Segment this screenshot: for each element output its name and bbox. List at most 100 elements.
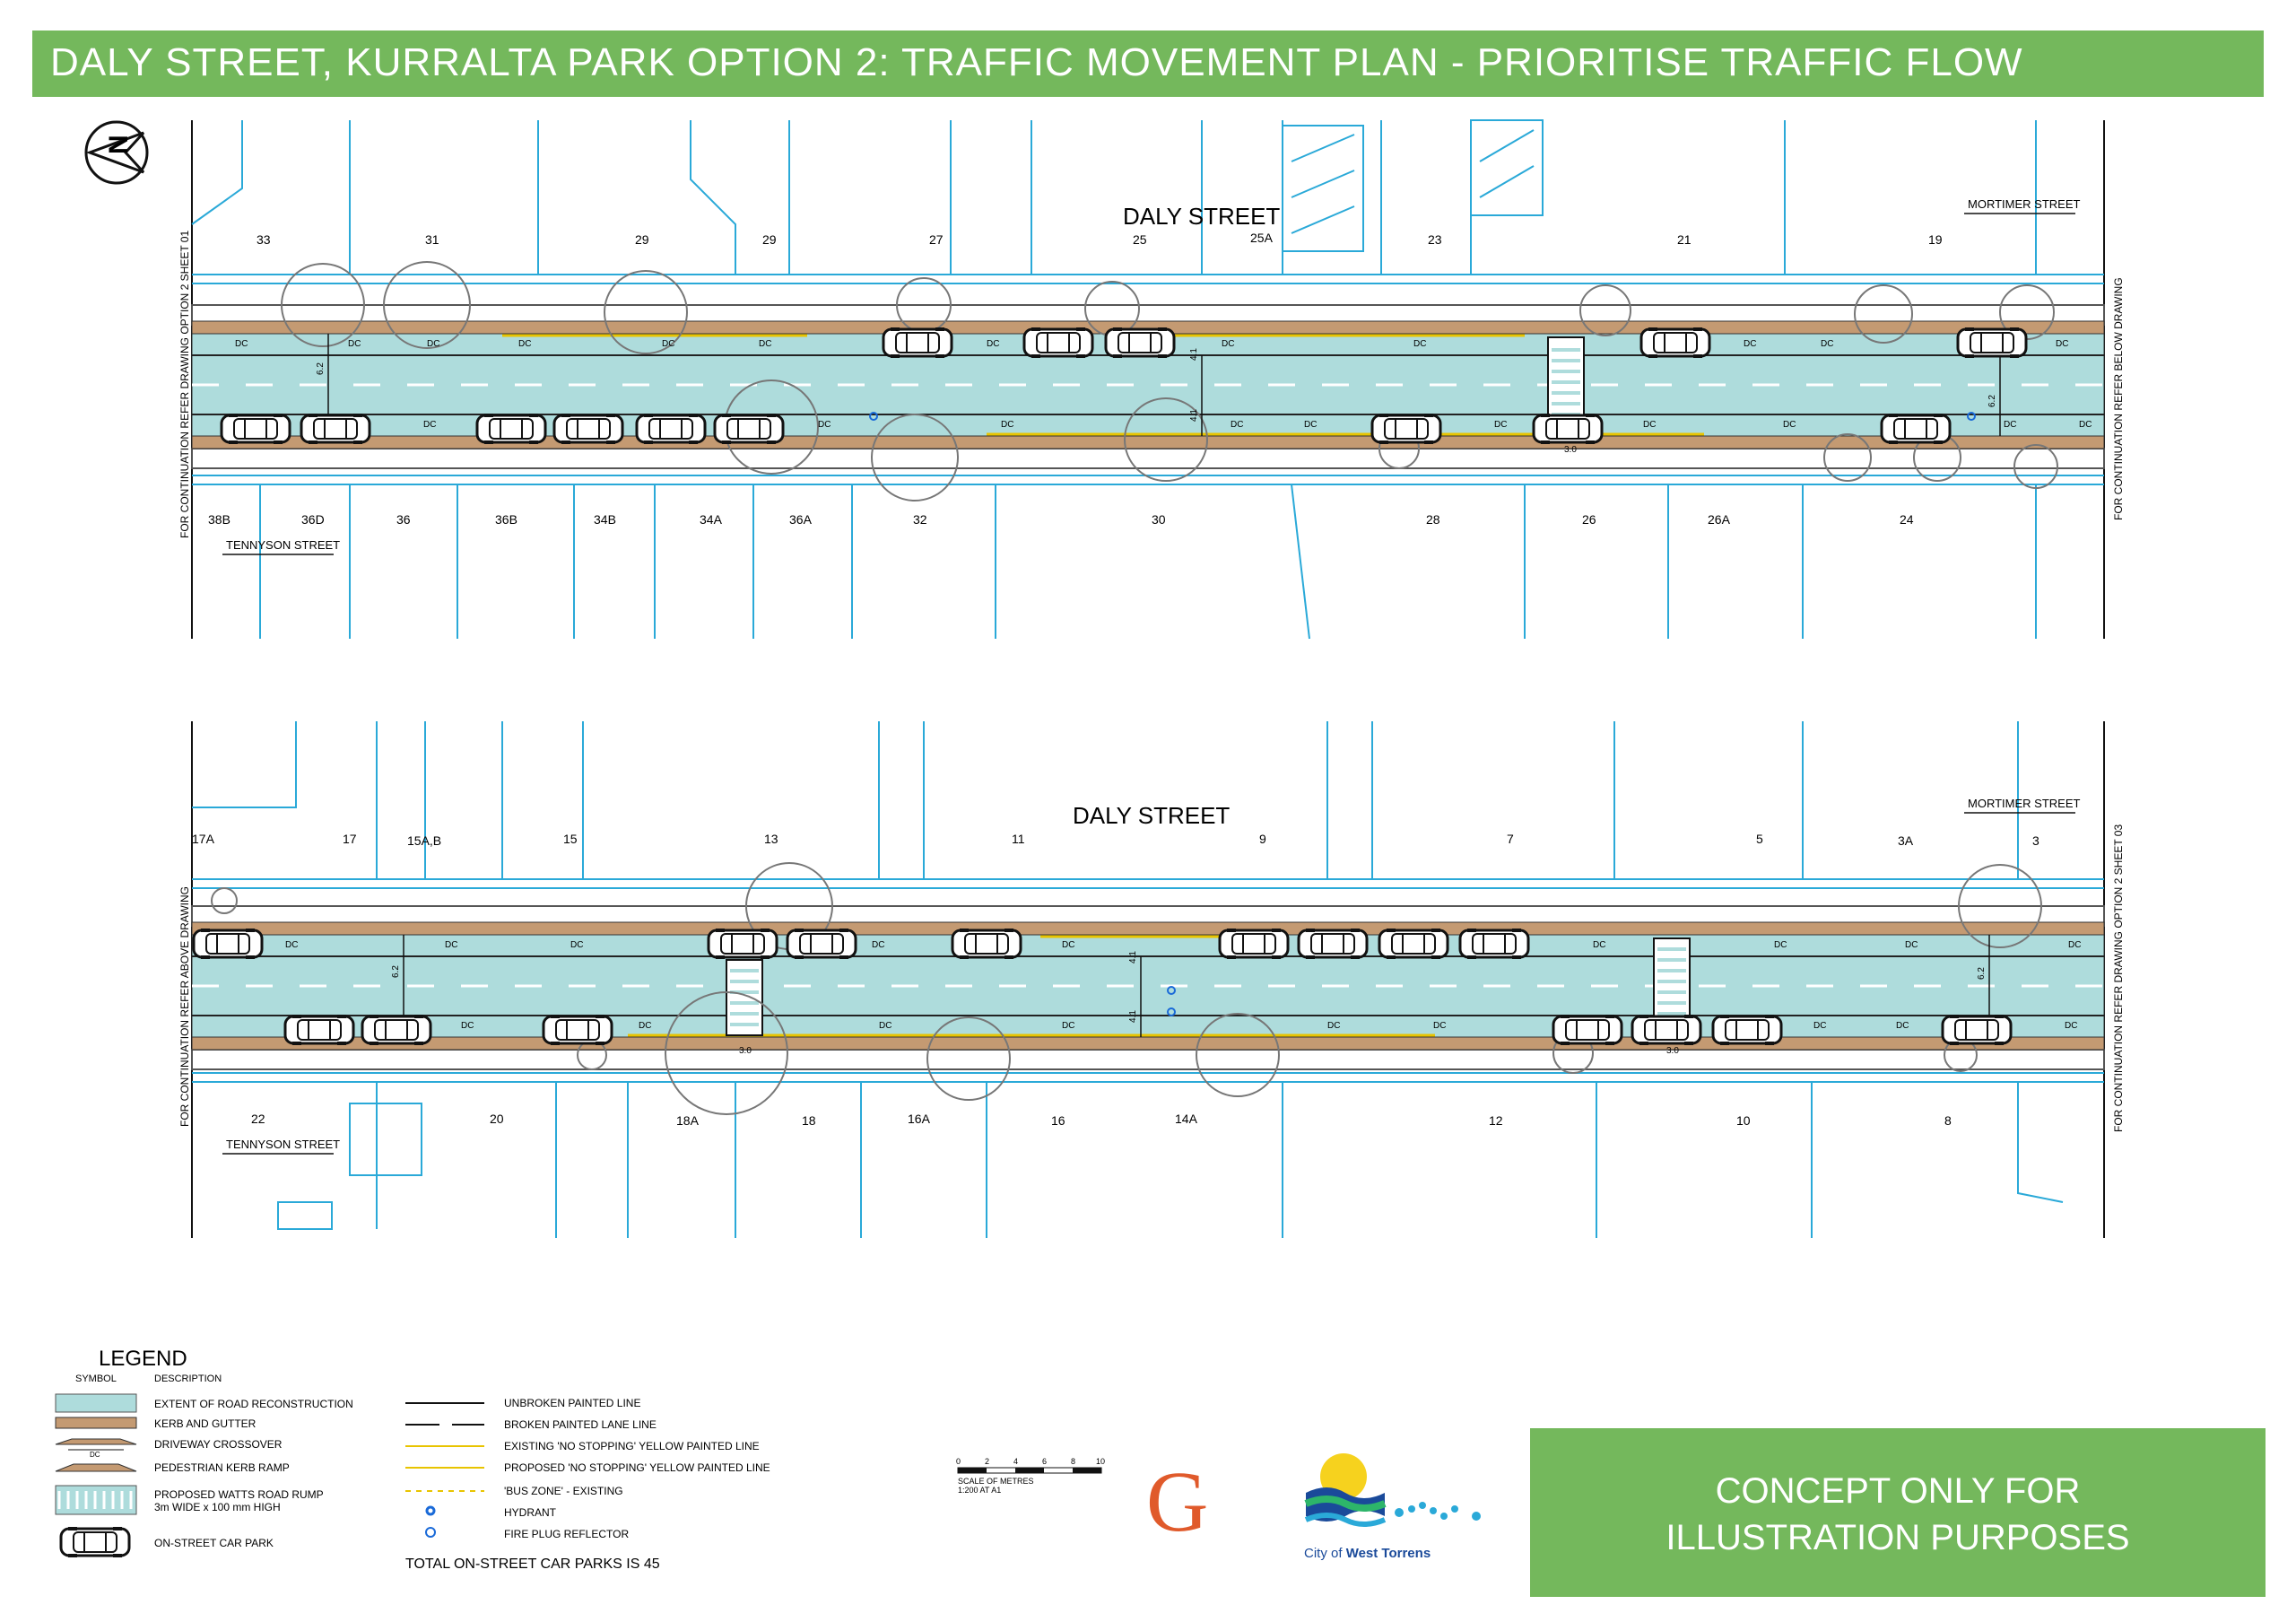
car-park	[283, 1013, 355, 1047]
lot-number: 31	[425, 232, 439, 247]
lot-number: 30	[1152, 512, 1166, 527]
dc-label: DC	[2068, 940, 2081, 950]
car-park	[1297, 927, 1369, 961]
north-arrow: N	[84, 120, 149, 185]
fire-plug-reflector-icon	[425, 1527, 436, 1538]
car-park	[1218, 927, 1290, 961]
legend-kerb-ramp-swatch	[55, 1463, 137, 1472]
dc-label: DC	[423, 420, 436, 430]
car-park	[635, 412, 707, 446]
trees-top	[281, 261, 2058, 501]
dc-label: DC	[872, 940, 884, 950]
dc-label: DC	[1643, 420, 1656, 430]
legend-item: BROKEN PAINTED LANE LINE	[504, 1418, 657, 1431]
lot-number: 34A	[700, 512, 723, 527]
legend-item: EXISTING 'NO STOPPING' YELLOW PAINTED LI…	[504, 1440, 760, 1452]
scale-caption: SCALE OF METRES	[958, 1477, 1034, 1486]
car-park	[1941, 1013, 2013, 1047]
lot-number: 11	[1012, 832, 1025, 846]
sheet-top: N	[84, 119, 2125, 640]
lot-number: 16	[1051, 1113, 1065, 1128]
road-hump-bottom	[726, 937, 1691, 1036]
legend-title: LEGEND	[99, 1347, 187, 1371]
legend-item: PROPOSED 'NO STOPPING' YELLOW PAINTED LI…	[504, 1461, 770, 1474]
lot-number: 36B	[495, 512, 517, 527]
legend-item: DRIVEWAY CROSSOVER	[154, 1438, 283, 1451]
scale-tick: 8	[1071, 1457, 1075, 1466]
car-park	[300, 412, 371, 446]
lot-number: 21	[1677, 232, 1692, 247]
car-park	[1639, 326, 1711, 360]
hydrant-icon	[425, 1505, 436, 1516]
property-boundaries-south-top	[192, 475, 2104, 640]
dc-label: DC	[427, 339, 439, 349]
legend-item: KERB AND GUTTER	[154, 1417, 257, 1430]
car-park	[707, 927, 778, 961]
lot-number: 23	[1428, 232, 1442, 247]
lot-number: 25	[1133, 232, 1147, 247]
lot-number: 7	[1507, 832, 1514, 846]
scale-tick: 0	[956, 1457, 961, 1466]
car-park	[1631, 1013, 1702, 1047]
lot-number: 36D	[301, 512, 325, 527]
lot-number: 9	[1259, 832, 1266, 846]
scale-bar: 0 2 4 6 8 10 SCALE OF METRES 1:200 AT A1	[956, 1457, 1105, 1495]
car-park	[1880, 412, 1952, 446]
cross-street-label: MORTIMER STREET	[1968, 797, 2080, 810]
lot-number: 5	[1756, 832, 1763, 846]
south-lot-numbers-bottom: 22 20 18A 18 16A 16 14A 12 10 8	[251, 1112, 1952, 1128]
dc-label: DC	[987, 339, 999, 349]
cross-street-label: MORTIMER STREET	[1968, 197, 2080, 211]
council-name: West Torrens	[1346, 1546, 1431, 1561]
car-park	[882, 326, 953, 360]
dc-label: DC	[1001, 420, 1013, 430]
dc-label: DC	[1821, 339, 1833, 349]
dc-label: DC	[518, 339, 531, 349]
lot-number: 20	[490, 1112, 504, 1126]
car-park	[1104, 326, 1176, 360]
dc-label: DC	[2065, 1021, 2077, 1031]
legend-item: FIRE PLUG REFLECTOR	[504, 1528, 629, 1540]
lot-number: 32	[913, 512, 927, 527]
dc-label: DC	[1744, 339, 1756, 349]
concept-note: CONCEPT ONLY FOR ILLUSTRATION PURPOSES	[1530, 1428, 2266, 1597]
dc-label: DC	[348, 339, 361, 349]
scale-tick: 6	[1042, 1457, 1047, 1466]
dc-label: DC	[285, 940, 298, 950]
lot-number: 17	[343, 832, 357, 846]
lot-number: 18	[802, 1113, 816, 1128]
dc-label: DC	[1494, 420, 1507, 430]
continuation-note: FOR CONTINUATION REFER ABOVE DRAWING	[178, 886, 191, 1127]
driveway-labels-top: DC DC DC DC DC DC DC DC DC DC DC DC DC D…	[235, 339, 2092, 430]
lot-number: 36	[396, 512, 411, 527]
street-name-bottom: DALY STREET	[1073, 802, 1230, 829]
dc-label: DC	[2079, 420, 2092, 430]
dc-label: DC	[759, 339, 771, 349]
lot-number: 13	[764, 832, 778, 846]
dim-label: 6.2	[1977, 967, 1987, 980]
scale-caption: 1:200 AT A1	[958, 1486, 1001, 1495]
property-boundaries-north-bottom	[192, 721, 2104, 889]
dim-label: 4.1	[1128, 1010, 1138, 1023]
car-park	[192, 927, 264, 961]
continuation-note: FOR CONTINUATION REFER DRAWING OPTION 2 …	[2112, 824, 2125, 1132]
dc-label: DC	[1813, 1021, 1826, 1031]
dc-label: DC	[1231, 420, 1243, 430]
dim-label: 4.1	[1128, 951, 1138, 964]
dc-label: DC	[570, 940, 583, 950]
svg-text:City of West Torrens: City of West Torrens	[1304, 1546, 1431, 1561]
council-name-prefix: City of	[1304, 1546, 1346, 1561]
car-park	[475, 412, 547, 446]
legend-right-items: UNBROKEN PAINTED LINE BROKEN PAINTED LAN…	[504, 1397, 770, 1540]
hydrant-icon	[869, 412, 878, 421]
dc-label: DC	[1413, 339, 1426, 349]
legend-item: UNBROKEN PAINTED LINE	[504, 1397, 640, 1409]
legend-kerb-swatch	[55, 1417, 137, 1429]
legend-item: HYDRANT	[504, 1506, 557, 1519]
continuation-note: FOR CONTINUATION REFER BELOW DRAWING	[2112, 277, 2125, 520]
lot-number: 33	[257, 232, 271, 247]
north-lot-numbers-top: 33 31 29 29 27 25 25A 23 21 19	[257, 231, 1943, 247]
lot-number: 19	[1928, 232, 1943, 247]
dc-label: DC	[1062, 1021, 1074, 1031]
